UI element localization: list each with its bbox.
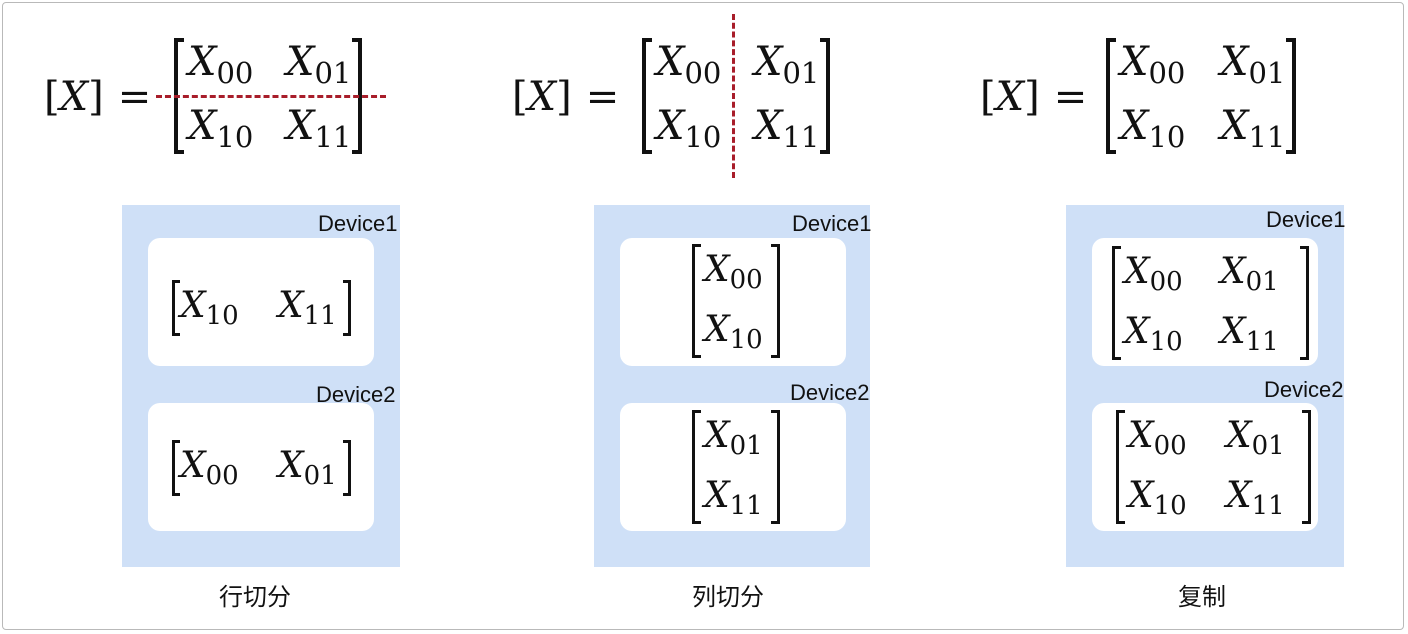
device1-card <box>620 238 846 366</box>
matrix-left-bracket <box>642 38 652 154</box>
device1-left-bracket <box>692 244 701 358</box>
device2-card <box>148 403 374 531</box>
device2-x01: X01 <box>1226 415 1285 461</box>
device2-x00: X00 <box>1128 415 1187 461</box>
device2-label: Device2 <box>1264 377 1344 402</box>
device2-card <box>1092 403 1318 531</box>
device1-left-bracket <box>1112 246 1121 360</box>
device1-left-bracket <box>172 280 180 336</box>
matrix-x10: X10 <box>1120 103 1186 154</box>
matrix-x11: X11 <box>754 103 820 154</box>
device1-x11: X11 <box>278 285 337 331</box>
device1-card <box>1092 238 1318 366</box>
device2-left-bracket <box>692 410 701 524</box>
matrix-x11: X11 <box>286 103 352 154</box>
matrix-right-bracket <box>1286 38 1296 154</box>
row-split-panel: [X]= X00 X01 X10 X11 Device1 X10 X11 Dev… <box>0 0 470 634</box>
matrix-left-bracket <box>1106 38 1116 154</box>
device2-right-bracket <box>771 410 780 524</box>
matrix-x01: X01 <box>1220 39 1286 90</box>
equation-lhs: [X]= <box>980 74 1088 120</box>
device1-label: Device1 <box>1266 207 1346 232</box>
device2-label: Device2 <box>790 380 870 405</box>
device1-x10: X10 <box>180 285 239 331</box>
equation-lhs: [X]= <box>44 74 152 120</box>
device2-card <box>620 403 846 531</box>
equation-lhs: [X]= <box>512 74 620 120</box>
device1-label: Device1 <box>792 211 872 236</box>
col-split-caption: 列切分 <box>692 583 764 611</box>
device1-x00: X00 <box>1124 251 1183 297</box>
matrix-x01: X01 <box>754 39 820 90</box>
row-cut-line <box>156 95 386 98</box>
device2-right-bracket <box>343 440 351 496</box>
device1-x11: X11 <box>1220 311 1279 357</box>
matrix-right-bracket <box>820 38 830 154</box>
device1-x10: X10 <box>1124 311 1183 357</box>
device2-x00: X00 <box>180 445 239 491</box>
device2-x11: X11 <box>1226 475 1285 521</box>
row-split-caption: 行切分 <box>219 583 291 611</box>
device1-right-bracket <box>343 280 351 336</box>
device1-right-bracket <box>1300 246 1309 360</box>
device1-right-bracket <box>771 244 780 358</box>
device2-label: Device2 <box>316 382 396 407</box>
device2-right-bracket <box>1302 410 1311 524</box>
replicate-caption: 复制 <box>1178 583 1226 611</box>
matrix-x01: X01 <box>286 39 352 90</box>
matrix-x10: X10 <box>188 103 254 154</box>
device1-card <box>148 238 374 366</box>
device1-label: Device1 <box>318 211 398 236</box>
device1-x10: X10 <box>704 309 763 355</box>
col-cut-line <box>732 14 735 178</box>
matrix-x00: X00 <box>1120 39 1186 90</box>
device1-x00: X00 <box>704 249 763 295</box>
device2-x01: X01 <box>278 445 337 491</box>
replicate-panel: [X]= X00 X01 X10 X11 Device1 X00 X01 X10… <box>938 0 1408 634</box>
device2-left-bracket <box>1116 410 1125 524</box>
matrix-x11: X11 <box>1220 103 1286 154</box>
matrix-x10: X10 <box>656 103 722 154</box>
device2-left-bracket <box>172 440 180 496</box>
matrix-x00: X00 <box>188 39 254 90</box>
col-split-panel: [X]= X00 X01 X10 X11 Device1 X00 X10 Dev… <box>470 0 940 634</box>
device2-x01: X01 <box>704 415 763 461</box>
device2-x11: X11 <box>704 475 763 521</box>
matrix-x00: X00 <box>656 39 722 90</box>
device2-x10: X10 <box>1128 475 1187 521</box>
device1-x01: X01 <box>1220 251 1279 297</box>
